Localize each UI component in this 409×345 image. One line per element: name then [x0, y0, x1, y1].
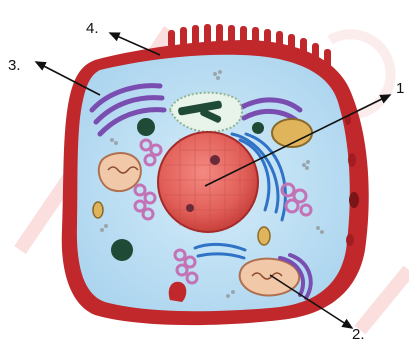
label-1: 1: [396, 80, 404, 97]
label-4: 4.: [86, 20, 99, 37]
vesicle-exocytosis: [169, 282, 187, 302]
lysosome: [137, 118, 155, 136]
nucleolus: [210, 155, 220, 165]
mitochondrion: [99, 153, 141, 191]
nucleus: [158, 132, 258, 232]
mitochondrion: [240, 259, 299, 296]
lysosome: [111, 239, 133, 261]
label-3: 3.: [8, 57, 21, 74]
label-2: 2.: [352, 326, 365, 343]
